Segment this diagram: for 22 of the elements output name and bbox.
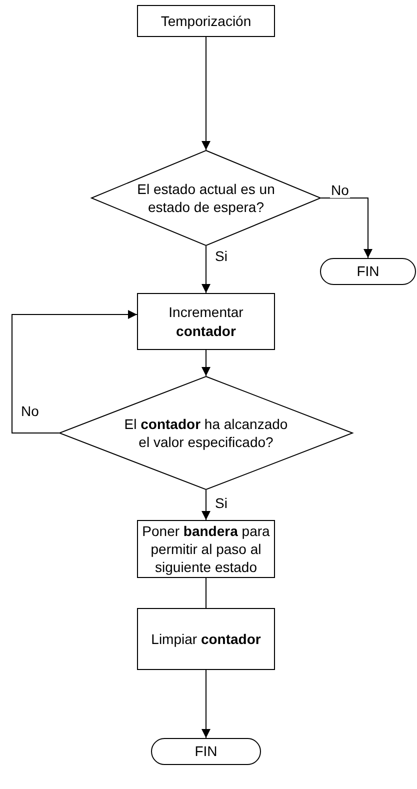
process-box (137, 293, 275, 350)
node-text: FIN (356, 262, 380, 281)
arrow (202, 490, 210, 520)
process-box (137, 608, 275, 670)
node-text: Poner bandera para permitir al paso al siguiente estado (142, 522, 270, 576)
arrow (202, 670, 210, 738)
edge-label: No (330, 182, 350, 198)
node-text: Incrementar contador (168, 303, 244, 340)
node-text: El estado actual es un estado de espera? (136, 180, 276, 216)
node-text: FIN (194, 742, 218, 761)
arrow (320, 198, 372, 258)
edge-label: Si (214, 248, 228, 264)
process-box (137, 5, 275, 37)
arrow (202, 36, 210, 150)
arrow (202, 246, 210, 294)
node-text: Limpiar contador (151, 630, 261, 648)
arrow (12, 310, 138, 434)
node-text: Temporización (160, 12, 252, 30)
edge-label: Si (214, 495, 228, 511)
node-text: El contador ha alcanzado el valor especificado? (123, 414, 289, 452)
edge-label: No (20, 403, 40, 419)
arrow (202, 350, 210, 376)
